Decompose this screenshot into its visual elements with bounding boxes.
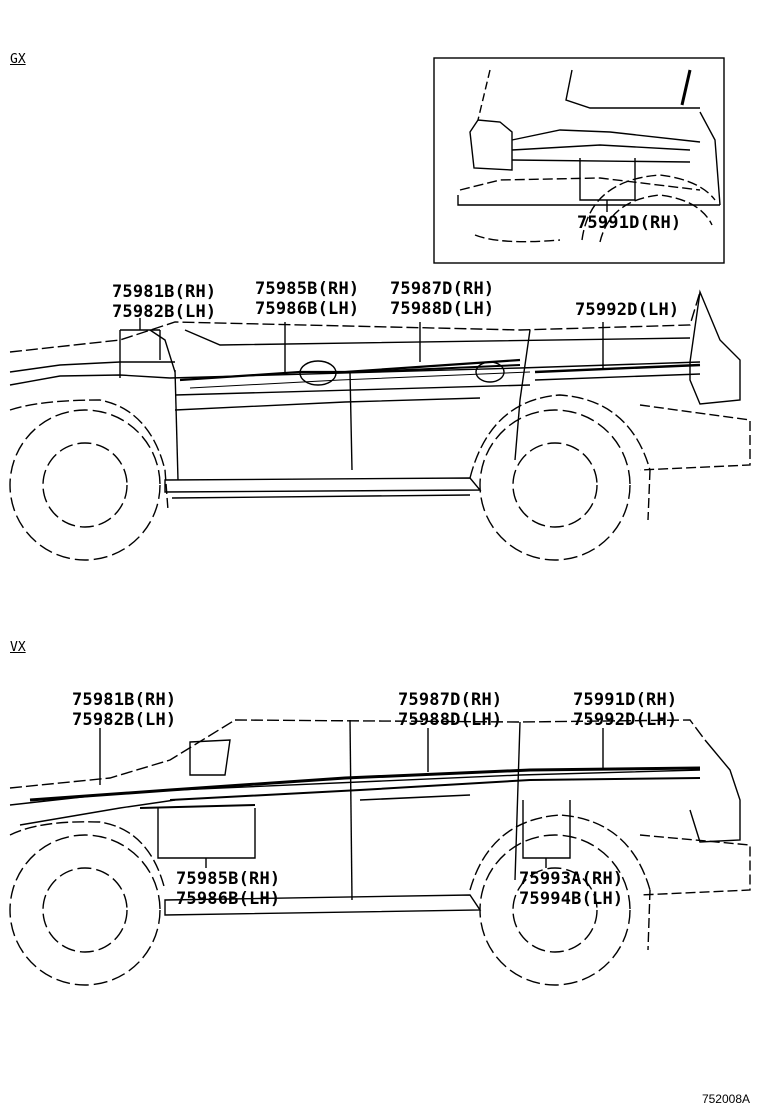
vx-part-label-86b: 75986B(LH) xyxy=(176,889,281,909)
section-tag-gx: GX xyxy=(10,52,26,67)
gx-part-label-92d: 75992D(LH) xyxy=(575,300,680,320)
gx-part-label-86b: 75986B(LH) xyxy=(255,299,360,319)
vx-part-label-94b: 75994B(LH) xyxy=(519,889,624,909)
section-tag-vx: VX xyxy=(10,640,26,655)
vx-part-label-88d: 75988D(LH) xyxy=(398,710,503,730)
gx-inset-part-label: 75991D(RH) xyxy=(577,213,682,233)
gx-part-label-82b: 75982B(LH) xyxy=(112,302,217,322)
inset-frame xyxy=(433,57,725,264)
vx-part-label-85b: 75985B(RH) xyxy=(176,869,281,889)
gx-part-label-87d: 75987D(RH) xyxy=(390,279,495,299)
vx-part-label-82b: 75982B(LH) xyxy=(72,710,177,730)
gx-part-label-81b: 75981B(RH) xyxy=(112,282,217,302)
vx-part-label-92d: 75992D(LH) xyxy=(573,710,678,730)
gx-vehicle-side xyxy=(9,289,751,561)
gx-part-label-85b: 75985B(RH) xyxy=(255,279,360,299)
vx-leaders xyxy=(99,728,604,868)
inset-vehicle-rear xyxy=(457,69,721,243)
figure-code: 752008A xyxy=(701,1092,750,1106)
inset-leader xyxy=(579,158,636,212)
vx-vehicle-side xyxy=(9,719,751,986)
gx-leaders xyxy=(119,318,604,378)
vx-part-label-93a: 75993A(RH) xyxy=(519,869,624,889)
vx-part-label-81b: 75981B(RH) xyxy=(72,690,177,710)
vx-part-label-87d: 75987D(RH) xyxy=(398,690,503,710)
vx-part-label-91d: 75991D(RH) xyxy=(573,690,678,710)
gx-part-label-88d: 75988D(LH) xyxy=(390,299,495,319)
